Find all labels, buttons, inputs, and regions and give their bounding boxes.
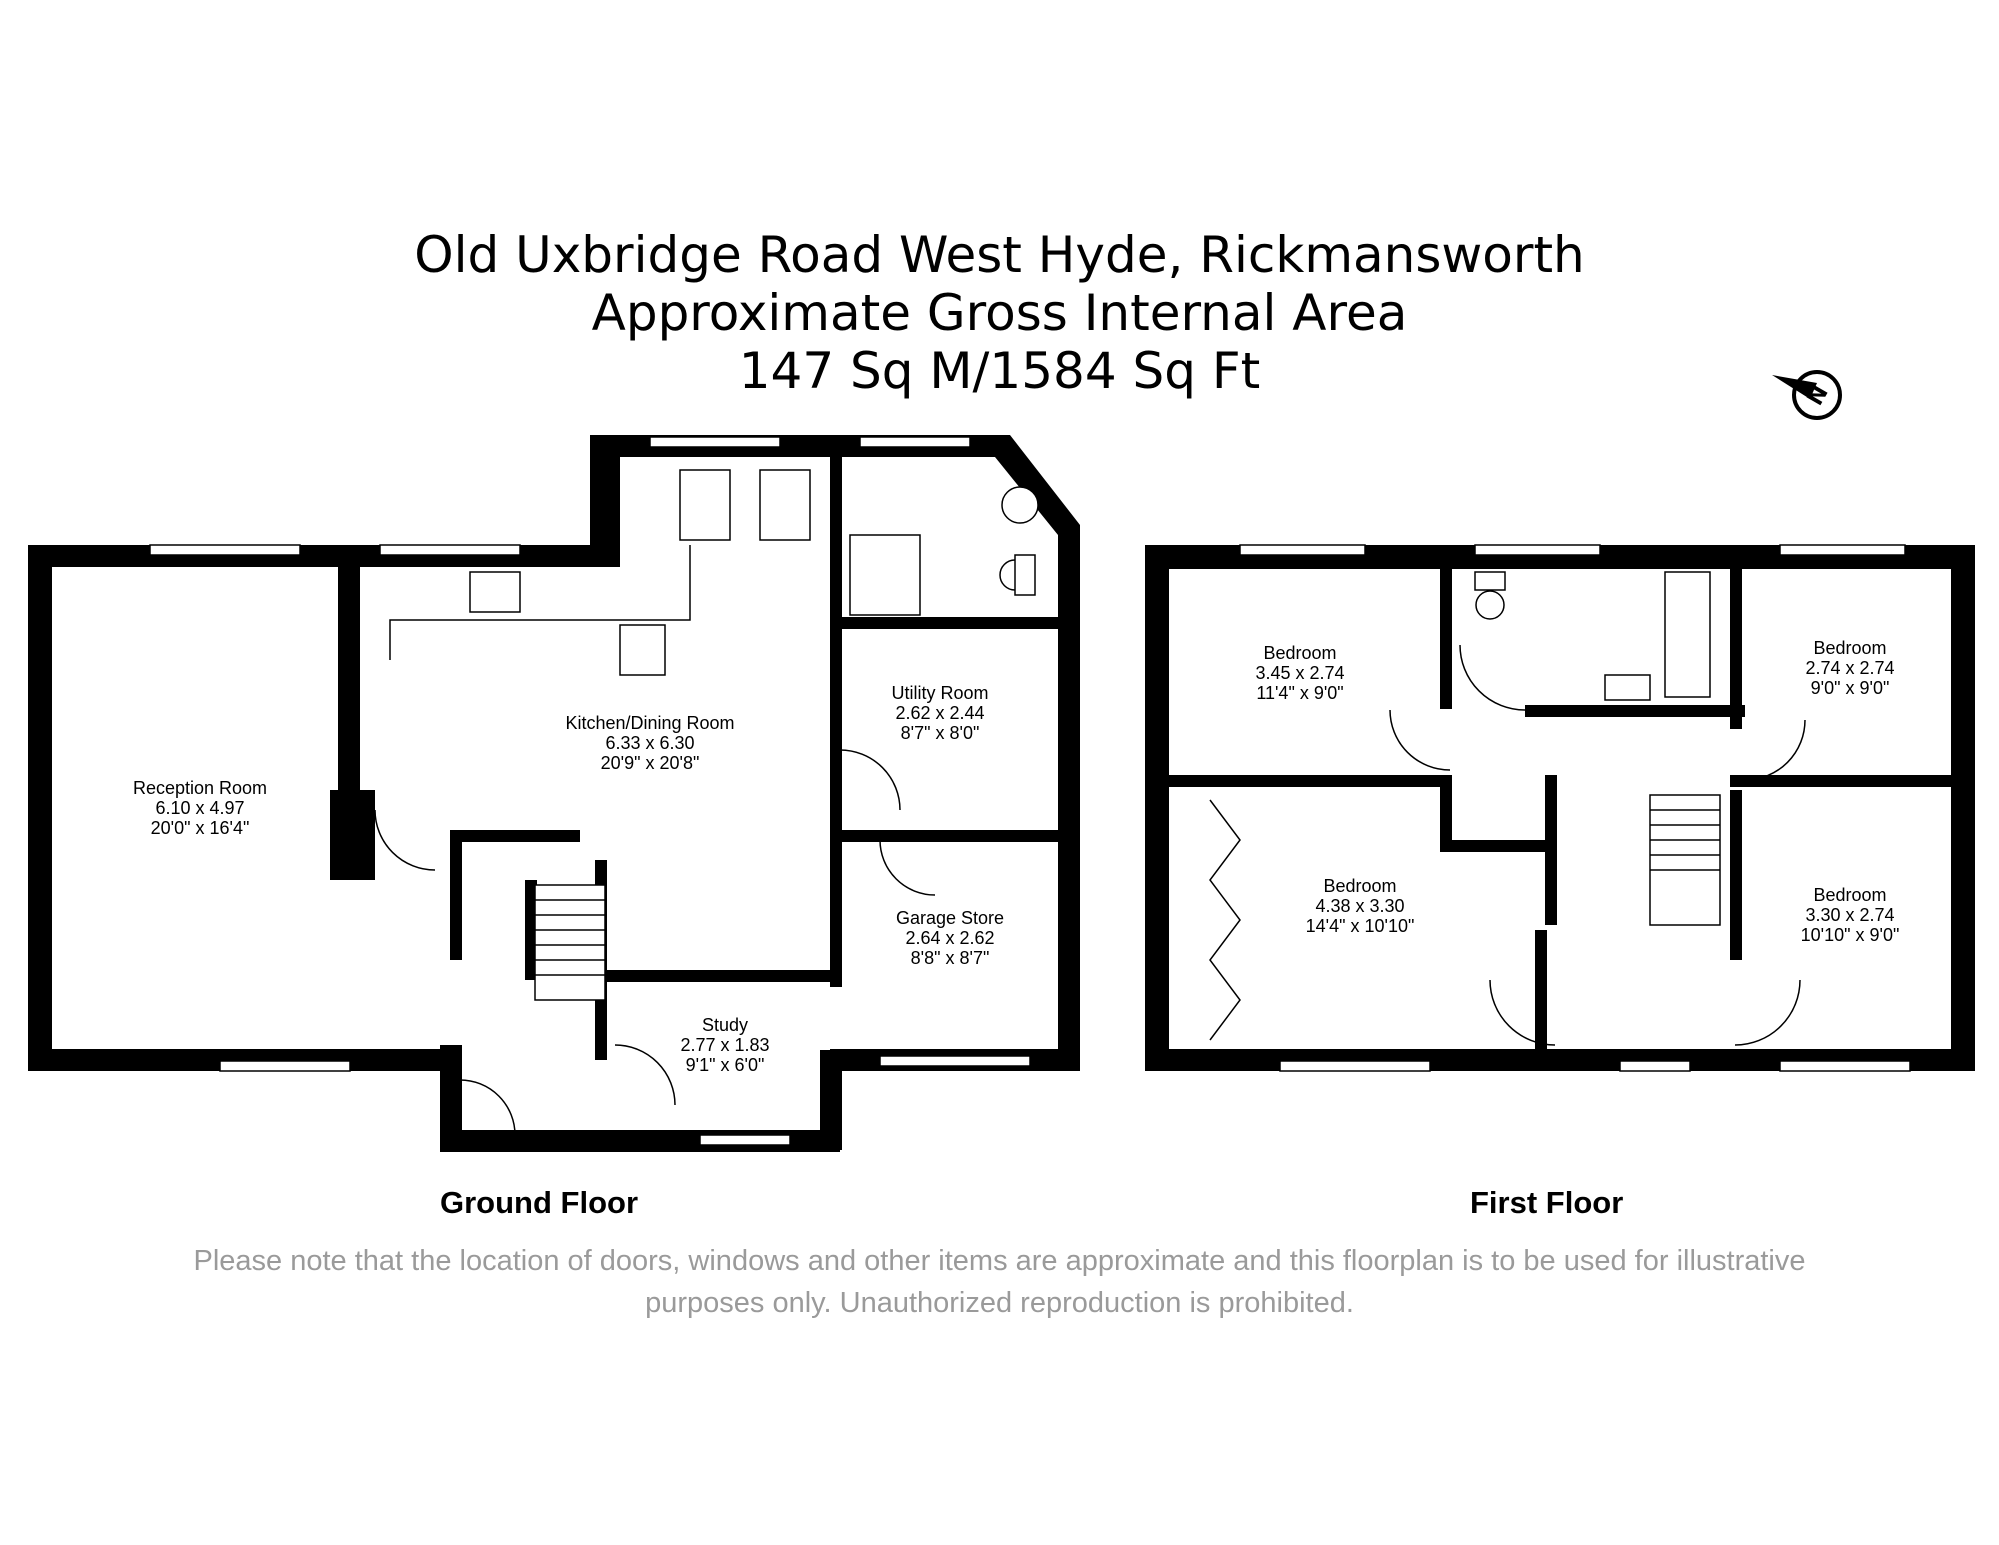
room-metric: 2.62 x 2.44 [895,703,985,723]
room-imperial: 9'1" x 6'0" [685,1055,765,1075]
room-name: Utility Room [891,683,989,703]
property-address: Old Uxbridge Road West Hyde, Rickmanswor… [414,226,1585,284]
room-metric: 2.74 x 2.74 [1805,658,1895,678]
room-metric: 4.38 x 3.30 [1315,896,1405,916]
room-name: Study [701,1015,749,1035]
room-reception: Reception Room 6.10 x 4.97 20'0" x 16'4" [100,778,300,838]
room-imperial: 8'7" x 8'0" [900,723,980,743]
room-utility: Utility Room 2.62 x 2.44 8'7" x 8'0" [860,683,1020,743]
ground-floor-plan [28,435,1080,1152]
room-metric: 2.77 x 1.83 [680,1035,770,1055]
room-imperial: 8'8" x 8'7" [910,948,990,968]
room-bedroom-1: Bedroom 3.45 x 2.74 11'4" x 9'0" [1220,643,1380,703]
first-floor-label: First Floor [1470,1185,1624,1220]
room-metric: 3.30 x 2.74 [1805,905,1895,925]
room-name: Bedroom [1263,643,1337,663]
room-imperial: 20'0" x 16'4" [150,818,250,838]
room-garage-store: Garage Store 2.64 x 2.62 8'8" x 8'7" [870,908,1030,968]
room-metric: 6.10 x 4.97 [155,798,245,818]
north-compass-icon: N [1772,370,1842,420]
room-imperial: 9'0" x 9'0" [1810,678,1890,698]
room-metric: 2.64 x 2.62 [905,928,995,948]
room-name: Bedroom [1323,876,1397,896]
room-name: Garage Store [895,908,1005,928]
room-name: Bedroom [1813,885,1887,905]
room-imperial: 10'10" x 9'0" [1800,925,1900,945]
area-heading: Approximate Gross Internal Area [591,284,1408,342]
room-name: Reception Room [132,778,268,798]
ground-floor-label: Ground Floor [440,1185,639,1220]
room-imperial: 11'4" x 9'0" [1256,683,1344,703]
area-value: 147 Sq M/1584 Sq Ft [738,342,1261,400]
room-imperial: 14'4" x 10'10" [1305,916,1415,936]
room-bedroom-2: Bedroom 2.74 x 2.74 9'0" x 9'0" [1770,638,1930,698]
first-floor-plan [1145,544,1975,1072]
disclaimer-line-1: Please note that the location of doors, … [193,1245,1806,1277]
room-bedroom-4: Bedroom 3.30 x 2.74 10'10" x 9'0" [1770,885,1930,945]
room-kitchen-dining: Kitchen/Dining Room 6.33 x 6.30 20'9" x … [540,713,760,773]
disclaimer-line-2: purposes only. Unauthorized reproduction… [645,1287,1354,1319]
room-metric: 3.45 x 2.74 [1255,663,1345,683]
disclaimer: Please note that the location of doors, … [40,1240,1959,1324]
room-imperial: 20'9" x 20'8" [600,753,700,773]
room-study: Study 2.77 x 1.83 9'1" x 6'0" [645,1015,805,1075]
room-name: Kitchen/Dining Room [565,713,735,733]
room-bedroom-3: Bedroom 4.38 x 3.30 14'4" x 10'10" [1280,876,1440,936]
room-metric: 6.33 x 6.30 [605,733,695,753]
room-name: Bedroom [1813,638,1887,658]
